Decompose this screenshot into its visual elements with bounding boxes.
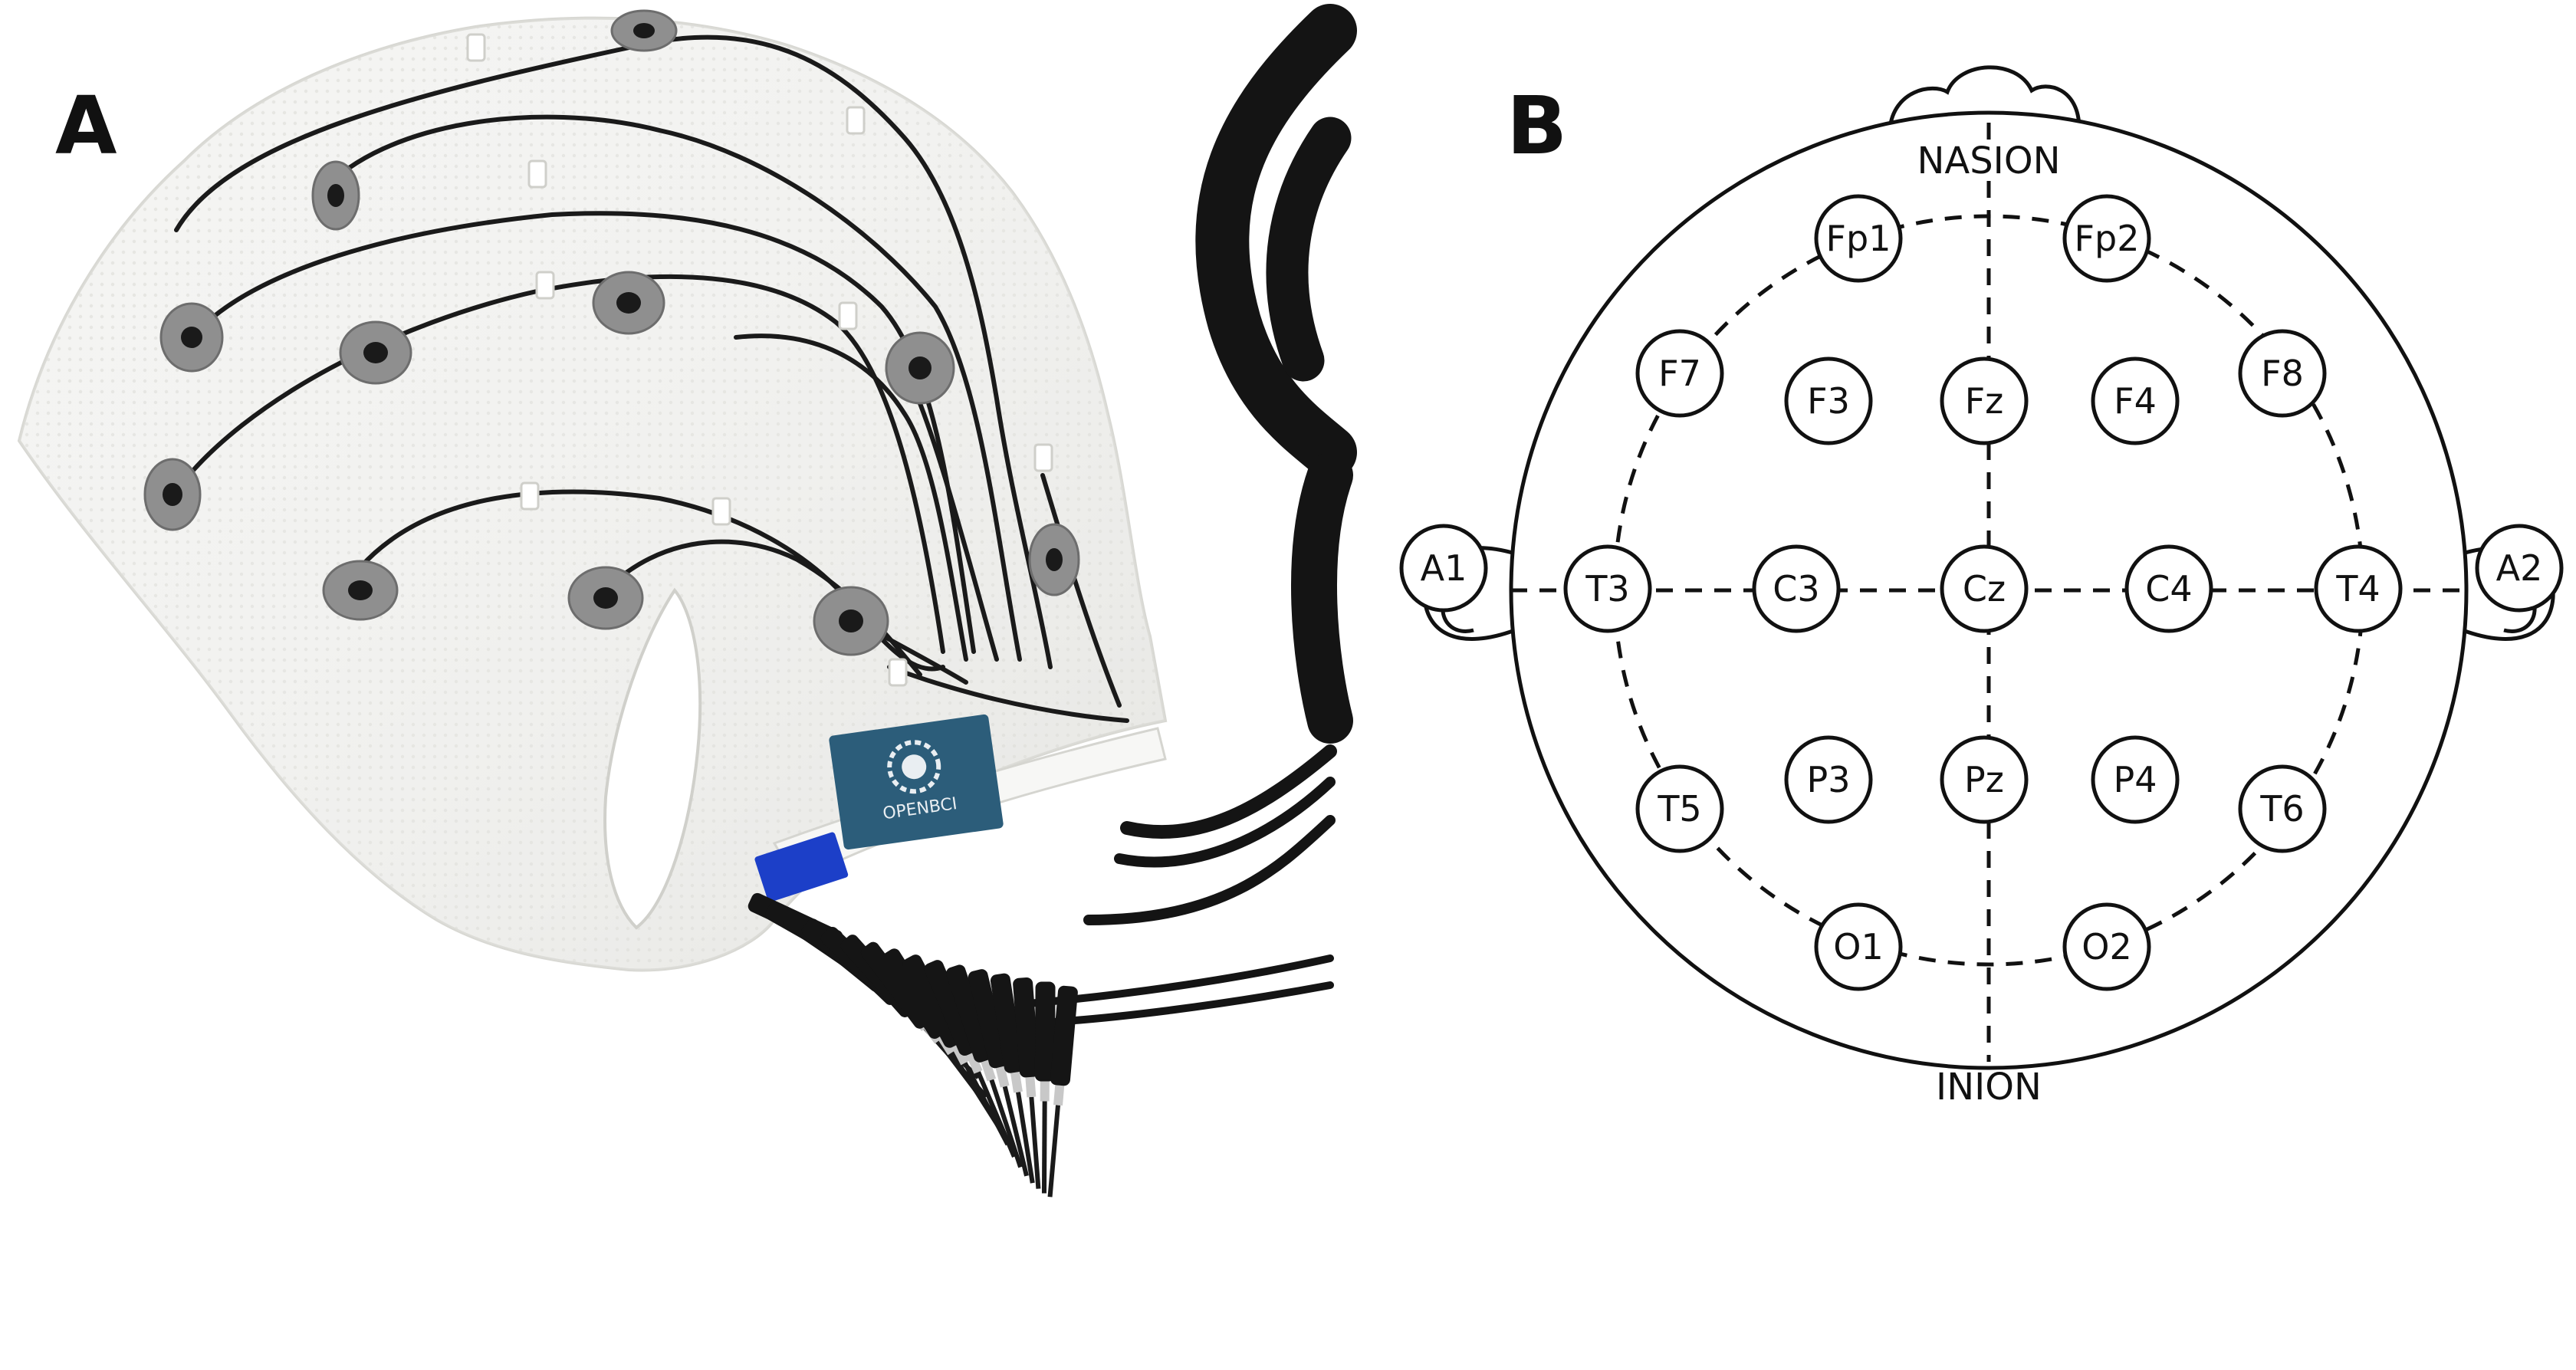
connector-pin: [968, 969, 1029, 1177]
connector-pins: [748, 892, 1078, 1198]
electrode-c3: C3: [1752, 544, 1841, 633]
electrode-o2: O2: [2062, 902, 2151, 991]
electrode-f8: F8: [2238, 329, 2327, 418]
electrode-label-f7: F7: [1658, 353, 1701, 394]
electrode-c4: C4: [2124, 544, 2213, 633]
electrode-cup: [339, 320, 412, 385]
panel-letter-a: A: [55, 79, 117, 172]
electrode-label-a1: A1: [1421, 547, 1467, 589]
blue-tab: [754, 832, 849, 902]
electrode-label-f4: F4: [2114, 380, 2157, 422]
electrode-f7: F7: [1635, 329, 1724, 418]
electrode-cup: [567, 566, 644, 630]
panel-letter-b: B: [1506, 79, 1567, 172]
electrode-o1: O1: [1814, 902, 1903, 991]
electrode-t3: T3: [1563, 544, 1652, 633]
electrode-label-f3: F3: [1807, 380, 1850, 422]
connector-pin: [924, 960, 1017, 1158]
electrode-cup: [885, 331, 955, 405]
electrode-cups: [143, 9, 1080, 656]
electrode-cup: [592, 271, 665, 335]
electrode-label-p3: P3: [1806, 759, 1850, 800]
electrode-p4: P4: [2091, 735, 2180, 824]
electrode-fp2: Fp2: [2062, 194, 2151, 283]
electrode-cup: [143, 458, 202, 531]
electrode-a1: A1: [1399, 524, 1488, 613]
electrode-label-cz: Cz: [1963, 568, 2006, 609]
connector-pin: [946, 964, 1023, 1168]
electrode-cup: [813, 586, 889, 656]
electrode-cup: [1028, 523, 1080, 596]
electrode-t5: T5: [1635, 764, 1724, 853]
electrode-label-a2: A2: [2496, 547, 2543, 589]
electrode-cz: Cz: [1940, 544, 2029, 633]
connector-pin: [1034, 981, 1056, 1194]
connector-pin: [1047, 985, 1078, 1198]
electrode-label-t6: T6: [2259, 788, 2304, 830]
electrode-cup: [610, 9, 678, 52]
electrode-f3: F3: [1784, 356, 1873, 445]
electrode-fp1: Fp1: [1814, 194, 1903, 283]
landmark-nasion: NASION: [1917, 140, 2060, 182]
electrode-p3: P3: [1784, 735, 1873, 824]
electrode-cup: [322, 560, 399, 621]
eeg-cap-photo: OPENBCI A: [17, 4, 1357, 1198]
electrode-label-fp2: Fp2: [2075, 218, 2140, 259]
electrode-pz: Pz: [1940, 735, 2029, 824]
electrode-t4: T4: [2314, 544, 2403, 633]
electrode-t6: T6: [2238, 764, 2327, 853]
electrode-label-p4: P4: [2113, 759, 2157, 800]
ten-twenty-diagram: B NASION INION Fp1 Fp2 F7 F3 Fz F4 F8 A1…: [1399, 65, 2564, 1109]
connector-pin: [990, 973, 1035, 1184]
wire-clips: [466, 33, 1053, 687]
electrode-fz: Fz: [1940, 356, 2029, 445]
connector-pin: [1013, 977, 1041, 1189]
electrode-label-fz: Fz: [1965, 380, 2004, 422]
electrode-a2: A2: [2475, 524, 2564, 613]
electrode-label-t4: T4: [2335, 568, 2380, 609]
electrode-label-o2: O2: [2082, 926, 2131, 968]
ear-opening: [603, 587, 702, 930]
electrode-cup: [159, 302, 224, 373]
electrode-f4: F4: [2091, 356, 2180, 445]
electrode-cup: [311, 160, 360, 231]
electrode-label-f8: F8: [2261, 353, 2304, 394]
electrode-label-o1: O1: [1833, 926, 1883, 968]
electrode-label-c3: C3: [1773, 568, 1819, 609]
cable-bundle: [1016, 4, 1357, 1027]
openbci-logo-icon: [887, 740, 941, 794]
landmark-inion: INION: [1936, 1066, 2042, 1109]
electrode-label-t3: T3: [1585, 568, 1629, 609]
openbci-label: OPENBCI: [829, 714, 1004, 850]
electrode-label-c4: C4: [2145, 568, 2192, 609]
electrode-label-fp1: Fp1: [1826, 218, 1891, 259]
electrode-label-pz: Pz: [1964, 759, 2004, 800]
electrode-label-t5: T5: [1657, 788, 1701, 830]
